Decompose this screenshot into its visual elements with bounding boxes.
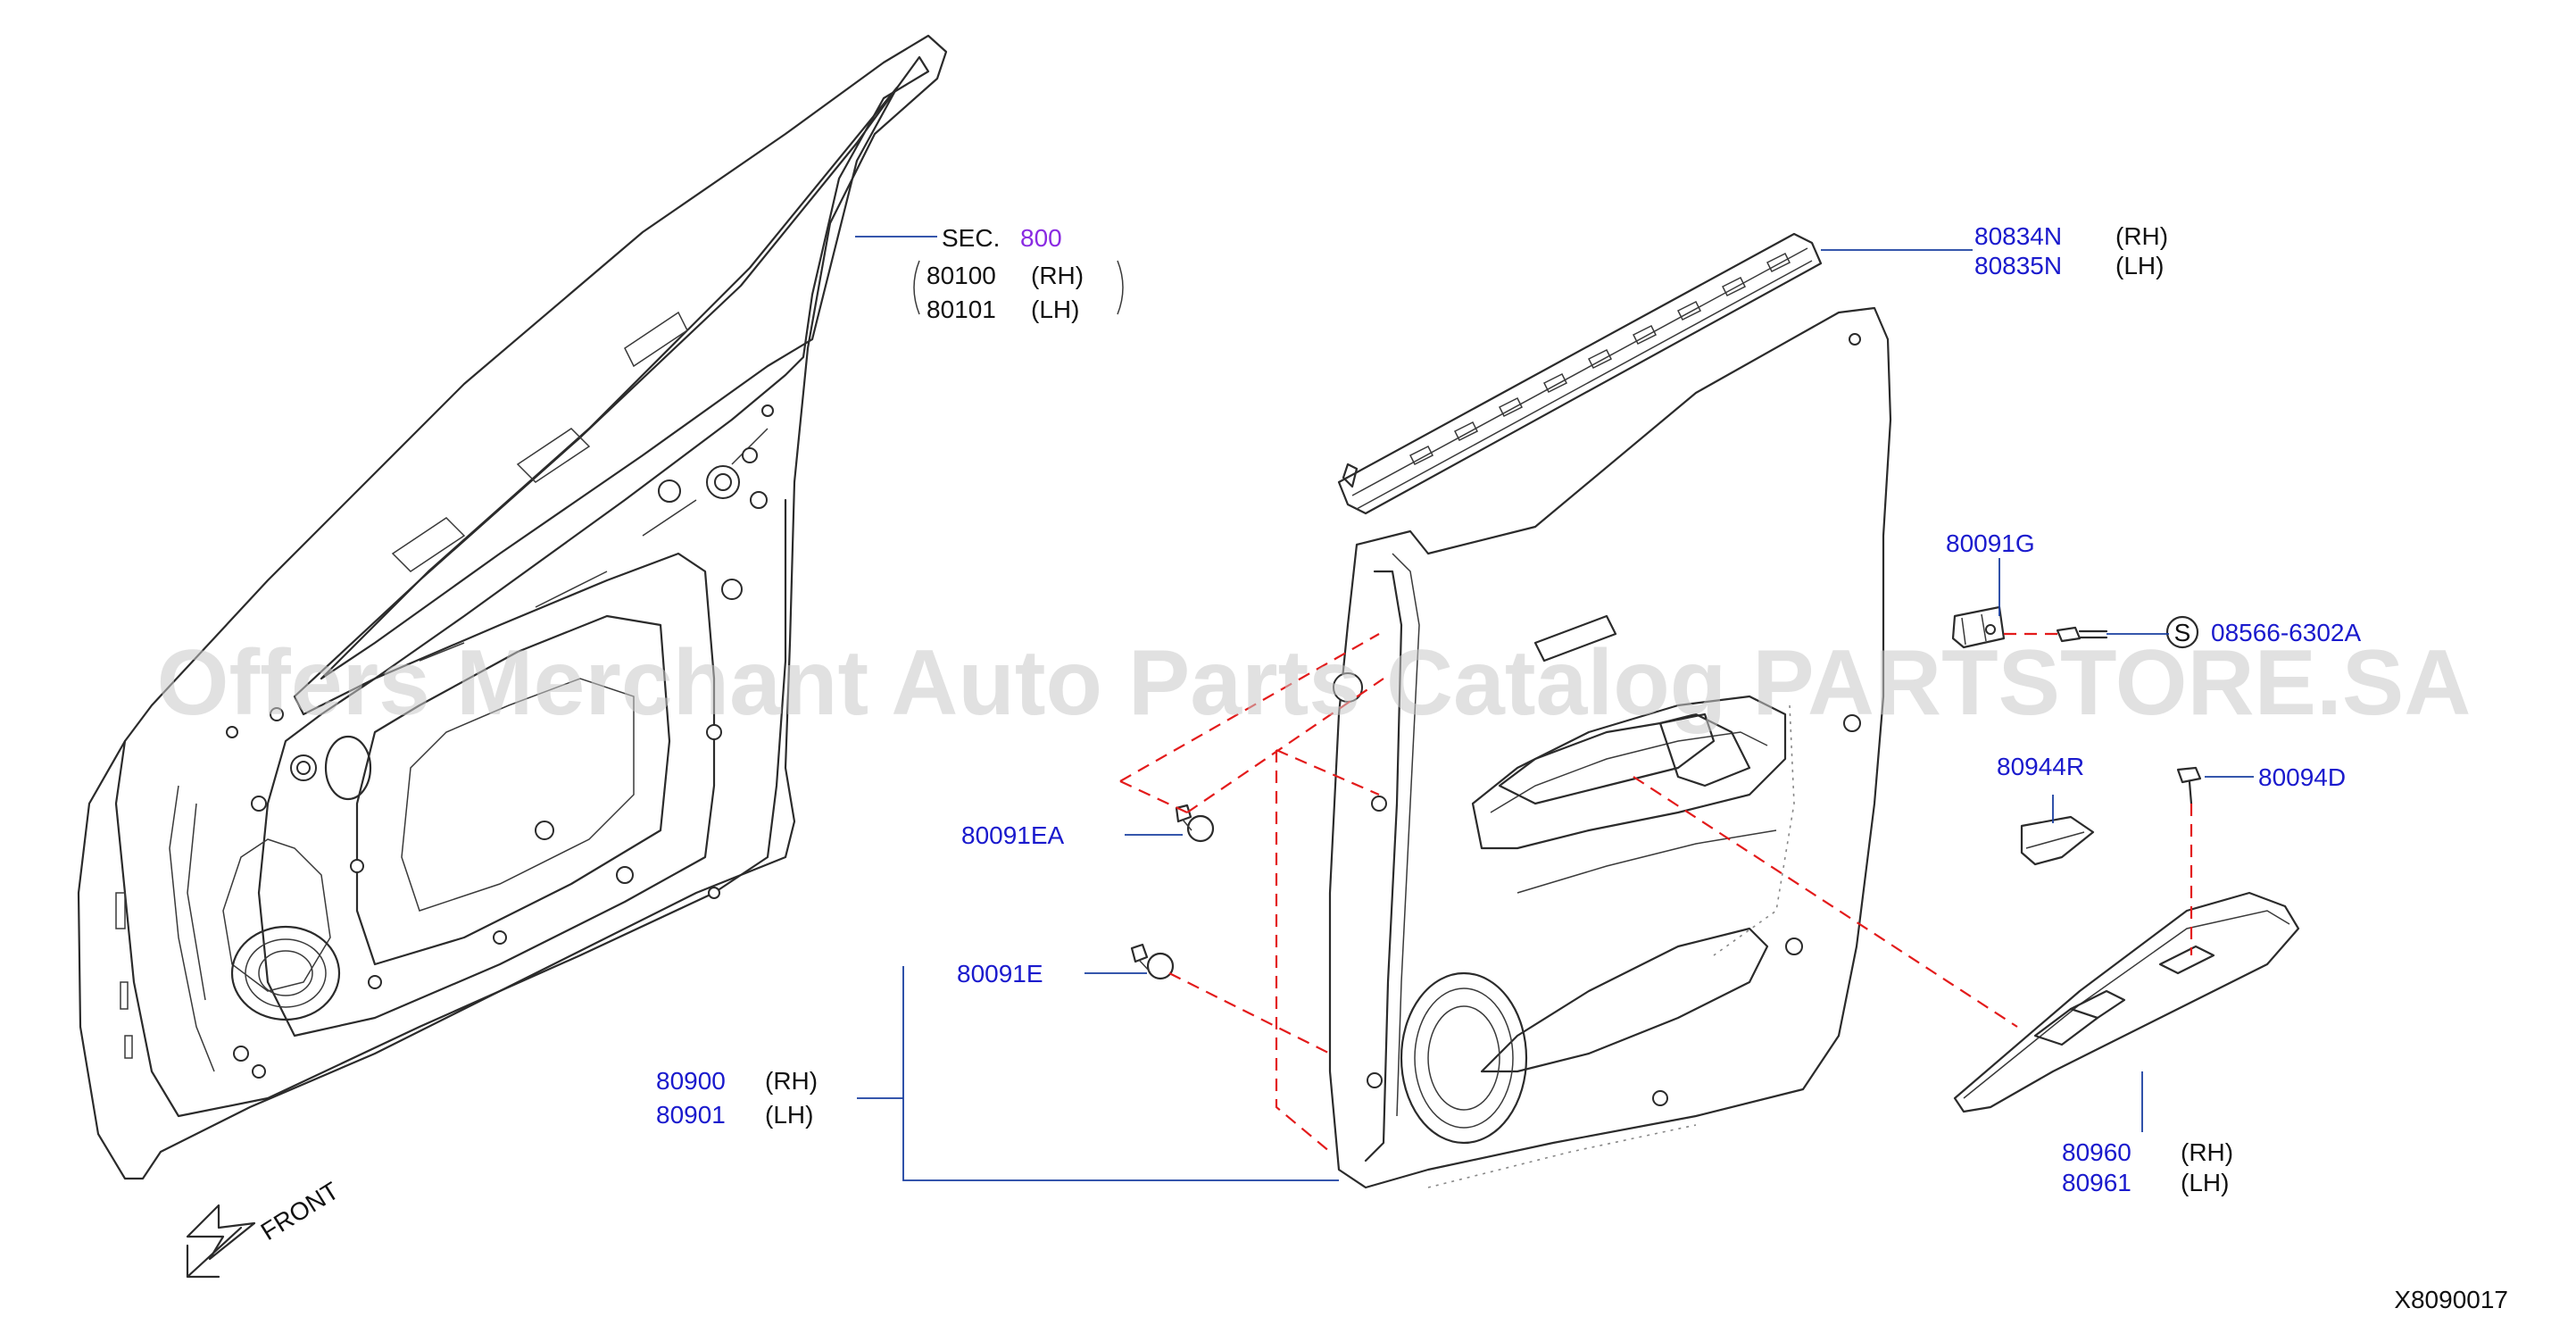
clip-80091e-drawing	[1130, 943, 1175, 980]
callout-moulding: 80834N (RH) 80835N (LH)	[1974, 222, 2168, 279]
clip-80091ea-drawing	[1175, 804, 1215, 843]
right-bracket	[1117, 260, 1124, 315]
side-lh-80961: (LH)	[2181, 1169, 2229, 1196]
watermark-text: Offers Merchant Auto Parts Catalog PARTS…	[157, 631, 2472, 735]
leader-lines	[855, 236, 2254, 1181]
part-number-80091g: 80091G	[1946, 529, 2035, 557]
callout-armrest: 80960 (RH) 80961 (LH)	[2062, 1138, 2233, 1196]
part-number-80835n: 80835N	[1974, 252, 2062, 279]
part-number-80094d: 80094D	[2258, 763, 2346, 791]
side-lh-80101: (LH)	[1031, 296, 1079, 323]
part-number-80100: 80100	[927, 262, 996, 289]
part-number-08566-6302a: 08566-6302A	[2211, 619, 2361, 646]
side-rh-80960: (RH)	[2181, 1138, 2233, 1166]
side-lh-80901: (LH)	[765, 1101, 813, 1129]
door-finisher-drawing	[1328, 306, 1892, 1189]
front-direction-arrow	[186, 1204, 256, 1279]
part-number-80900: 80900	[656, 1067, 726, 1095]
screw-08566-drawing	[2056, 615, 2199, 649]
part-number-80960: 80960	[2062, 1138, 2131, 1166]
screw-symbol: S	[2174, 619, 2191, 646]
dashed-assembly-guides	[1119, 632, 2193, 1153]
side-rh-80834n: (RH)	[2115, 222, 2168, 250]
callout-door-panel: SEC. 800 80100 (RH) 80101 (LH)	[927, 224, 1084, 323]
side-rh-80100: (RH)	[1031, 262, 1084, 289]
part-number-80101: 80101	[927, 296, 996, 323]
left-bracket	[913, 260, 920, 315]
part-number-80091ea: 80091EA	[961, 821, 1065, 849]
side-lh-80835n: (LH)	[2115, 252, 2164, 279]
part-number-80834n: 80834N	[1974, 222, 2062, 250]
screw-80094d-drawing	[2176, 766, 2202, 805]
part-number-80944r: 80944R	[1997, 753, 2084, 780]
front-label: FRONT	[256, 1177, 344, 1246]
clip-80091g-drawing	[1951, 605, 2006, 649]
part-number-80901: 80901	[656, 1101, 726, 1129]
side-rh-80900: (RH)	[765, 1067, 818, 1095]
sec-label: SEC.	[942, 224, 1000, 252]
armrest-switch-finisher-drawing	[1953, 891, 2300, 1113]
part-number-80091e: 80091E	[957, 960, 1043, 988]
callout-finisher: 80900 (RH) 80901 (LH)	[656, 1067, 818, 1129]
front-door-panel-drawing	[77, 34, 948, 1180]
cover-80944r-drawing	[2020, 815, 2095, 866]
part-number-80961: 80961	[2062, 1169, 2131, 1196]
belt-moulding-drawing	[1337, 232, 1823, 515]
diagram-id: X8090017	[2394, 1286, 2508, 1313]
sec-number: 800	[1020, 224, 1062, 252]
